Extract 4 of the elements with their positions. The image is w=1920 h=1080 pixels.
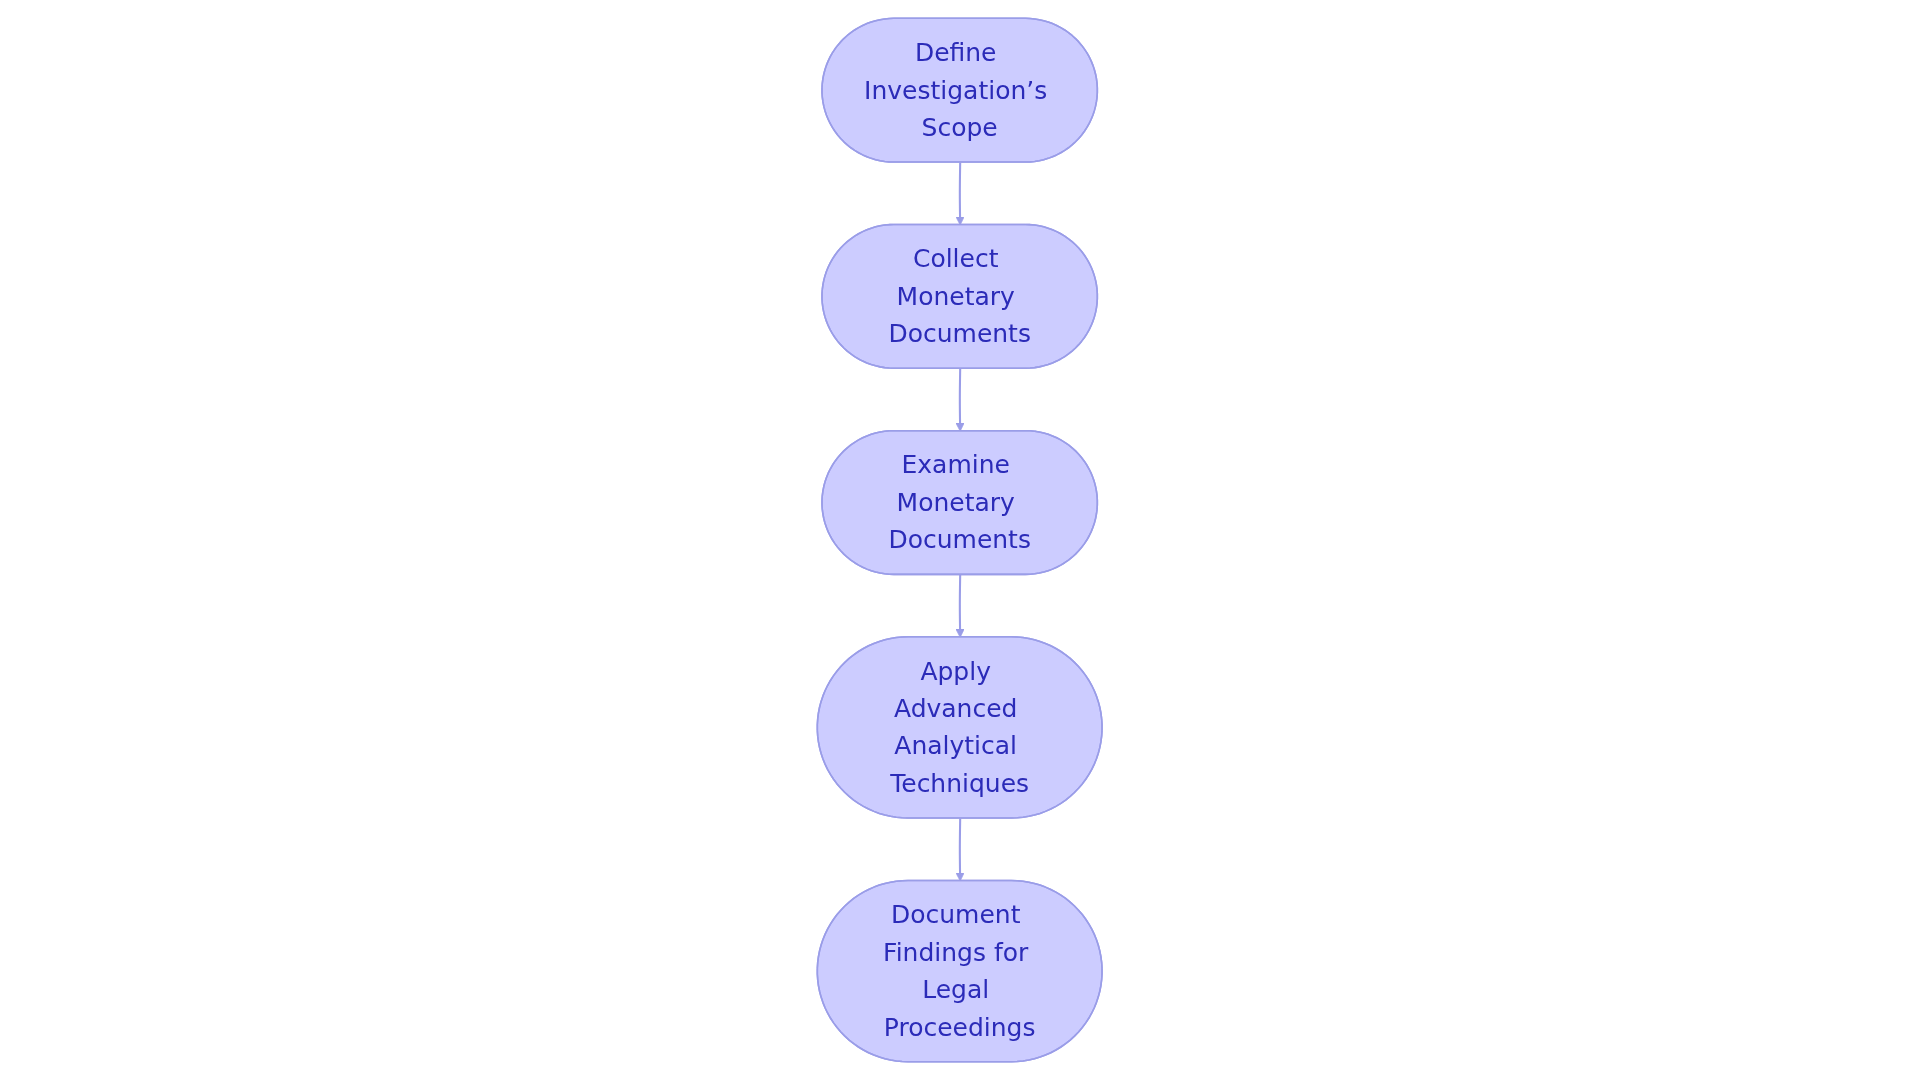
arrow: [955, 162, 965, 226]
arrow: [955, 574, 965, 638]
arrow: [955, 818, 965, 882]
arrow: [955, 368, 965, 432]
